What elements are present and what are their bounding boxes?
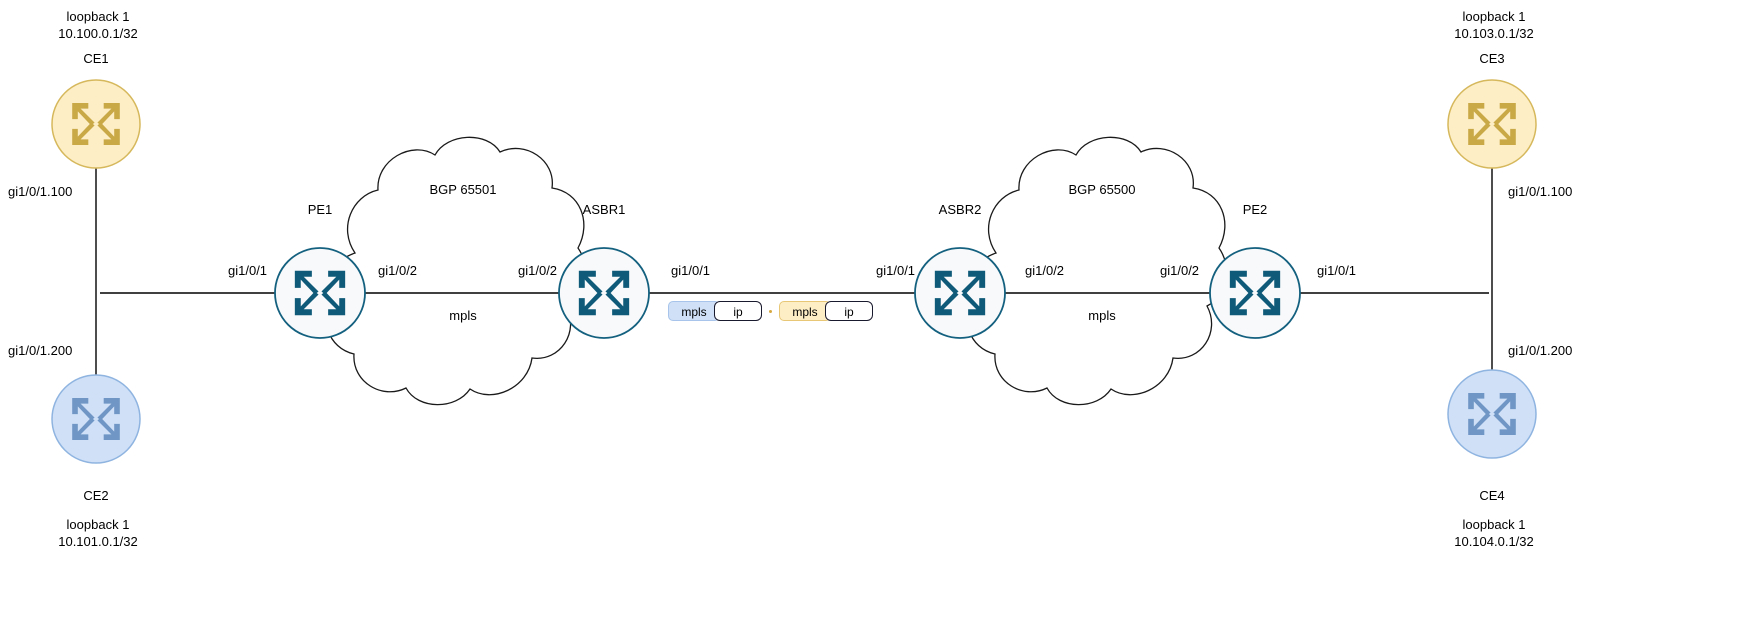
node-ce4[interactable] bbox=[1447, 369, 1537, 459]
node-pe1[interactable] bbox=[274, 247, 366, 339]
packet-badge-amber[interactable]: mpls ip bbox=[779, 300, 873, 322]
node-ce2[interactable] bbox=[51, 374, 141, 464]
packet-badge-blue-stack: mpls ip bbox=[668, 301, 762, 321]
node-pe2[interactable] bbox=[1209, 247, 1301, 339]
mpls-chip-blue: mpls bbox=[668, 301, 720, 321]
node-asbr1[interactable] bbox=[558, 247, 650, 339]
node-ce1[interactable] bbox=[51, 79, 141, 169]
badge-separator-dot bbox=[769, 310, 772, 313]
topology-links bbox=[95, 168, 1493, 375]
node-asbr2[interactable] bbox=[914, 247, 1006, 339]
mpls-chip-amber: mpls bbox=[779, 301, 831, 321]
cloud-as65500 bbox=[966, 136, 1228, 406]
ip-chip-blue: ip bbox=[714, 301, 762, 321]
packet-badge-amber-stack: mpls ip bbox=[779, 301, 873, 321]
ip-chip-amber: ip bbox=[825, 301, 873, 321]
cloud-as65501 bbox=[325, 136, 587, 406]
packet-badge-blue[interactable]: mpls ip bbox=[668, 300, 762, 322]
node-ce3[interactable] bbox=[1447, 79, 1537, 169]
